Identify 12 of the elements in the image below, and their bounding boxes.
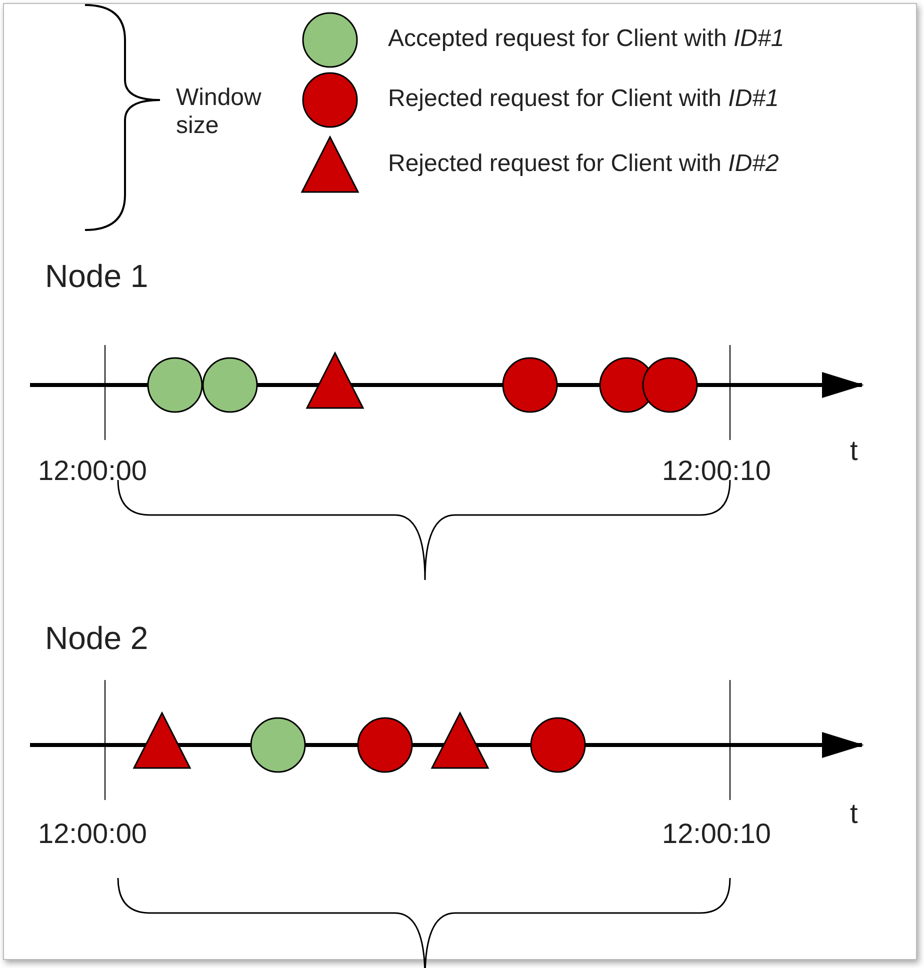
legend-label: Rejected request for Client with ID#1 [388, 85, 779, 113]
window-size-label: Window size [176, 84, 262, 140]
time-label: 12:00:10 [662, 455, 771, 488]
axis-label: t [850, 435, 858, 468]
legend-label: Accepted request for Client with ID#1 [388, 25, 784, 53]
axis-label: t [850, 798, 858, 830]
timeline-title: Node 2 [45, 620, 148, 657]
timeline-title: Node 1 [45, 258, 148, 295]
time-label: 12:00:10 [662, 818, 771, 850]
legend-label: Rejected request for Client with ID#2 [388, 150, 779, 178]
time-label: 12:00:00 [38, 818, 147, 850]
time-label: 12:00:00 [38, 455, 147, 488]
